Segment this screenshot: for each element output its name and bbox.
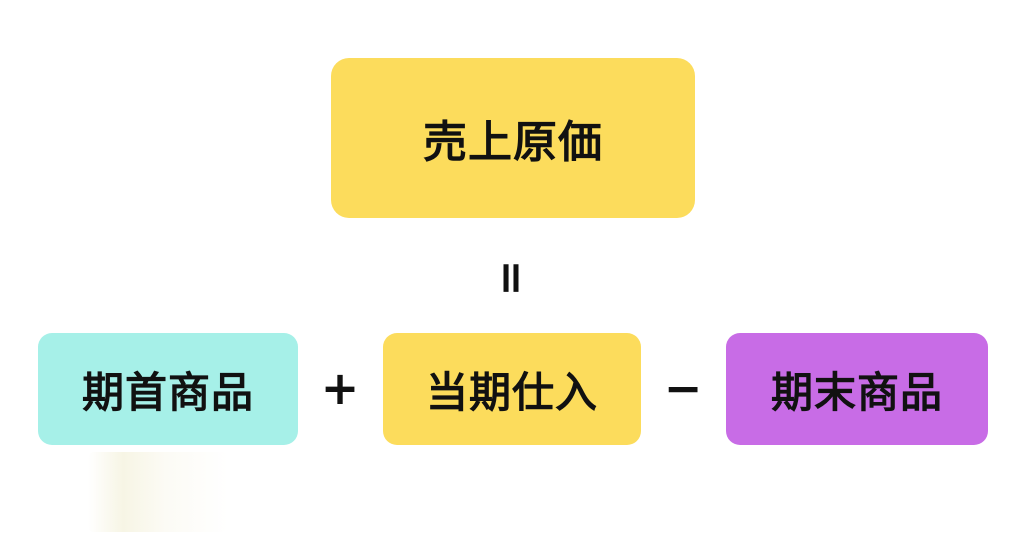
opening-inventory-label: 期首商品 [81,367,254,417]
closing-inventory-label: 期末商品 [770,367,943,417]
background-smudge [88,452,228,532]
current-purchases-box: 当期仕入 [383,333,641,445]
cost-of-goods-sold-box: 売上原価 [331,58,695,218]
equals-sign: = [486,259,538,297]
opening-inventory-box: 期首商品 [38,333,298,445]
cost-of-goods-sold-label: 売上原価 [423,117,603,168]
closing-inventory-box: 期末商品 [726,333,988,445]
plus-sign: + [320,361,360,415]
current-purchases-label: 当期仕入 [425,367,598,417]
minus-sign: − [663,361,703,415]
